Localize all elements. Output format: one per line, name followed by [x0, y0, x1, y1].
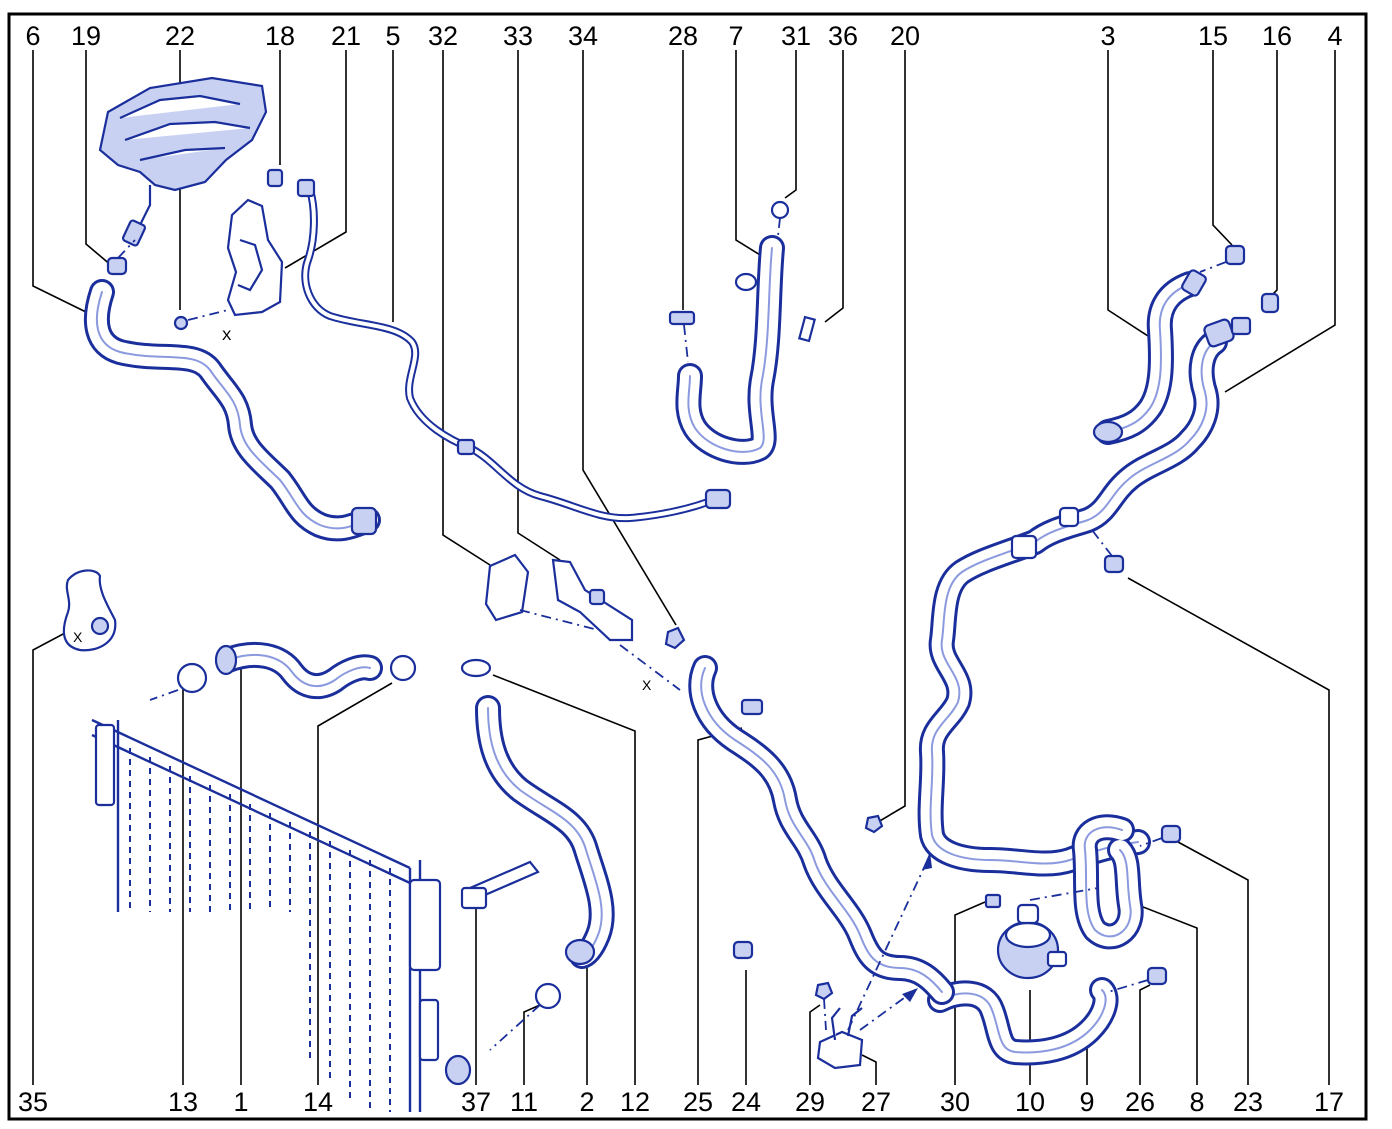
bracket-33	[551, 558, 634, 642]
bracket-27	[816, 852, 932, 1070]
hose-6	[83, 279, 381, 542]
reservoir-35: X	[62, 569, 117, 652]
clip-17	[1091, 529, 1125, 574]
callout-25: 25	[683, 1087, 713, 1117]
callout-17: 17	[1314, 1087, 1344, 1117]
clip-14	[389, 654, 417, 682]
diagram-frame	[7, 12, 1368, 1121]
clip-12	[460, 658, 492, 678]
hose-3	[1092, 269, 1207, 445]
callout-12: 12	[620, 1087, 650, 1117]
callout-numbers-bottom: 35 13 1 14 37 11 2 12 25 24 29 27 30 10 …	[18, 1087, 1344, 1117]
hose-2	[475, 695, 615, 969]
hose-7	[675, 235, 785, 465]
callout-11: 11	[510, 1087, 538, 1117]
hose-9	[927, 977, 1119, 1066]
svg-text:X: X	[642, 677, 652, 693]
strap-37	[460, 860, 540, 910]
clip-19	[106, 239, 136, 276]
callout-33: 33	[503, 21, 533, 51]
callout-28: 28	[668, 21, 698, 51]
clip-24	[732, 940, 754, 960]
connector-36	[797, 315, 817, 343]
callout-9: 9	[1079, 1087, 1094, 1117]
callout-8: 8	[1189, 1087, 1204, 1117]
callout-32: 32	[428, 21, 458, 51]
callout-10: 10	[1015, 1087, 1045, 1117]
clamp-7	[734, 272, 758, 292]
callout-19: 19	[71, 21, 101, 51]
radiator	[91, 718, 472, 1112]
connector-28	[668, 310, 696, 363]
hose-8	[1071, 814, 1144, 950]
callout-22: 22	[165, 21, 195, 51]
hose-1	[214, 641, 383, 700]
svg-text:X: X	[73, 629, 83, 645]
svg-text:X: X	[222, 327, 232, 343]
callout-27: 27	[861, 1087, 891, 1117]
bolt-22: X	[173, 309, 232, 343]
callout-4: 4	[1327, 21, 1342, 51]
bolt-29	[814, 981, 834, 1031]
callout-5: 5	[385, 21, 400, 51]
callout-24: 24	[731, 1087, 761, 1117]
callout-13: 13	[168, 1087, 198, 1117]
bolt-20	[864, 814, 884, 834]
callout-37: 37	[461, 1087, 491, 1117]
leader-lines	[32, 50, 1336, 1085]
clip-11	[489, 982, 562, 1051]
bracket-21	[226, 198, 284, 317]
callout-16: 16	[1262, 21, 1292, 51]
clip-26	[1107, 966, 1168, 993]
callout-36: 36	[828, 21, 858, 51]
callout-29: 29	[795, 1087, 825, 1117]
callout-1: 1	[233, 1087, 248, 1117]
callout-35: 35	[18, 1087, 48, 1117]
engine-block	[98, 76, 268, 247]
callout-30: 30	[940, 1087, 970, 1117]
dimension-markers: X	[222, 327, 232, 343]
callout-26: 26	[1125, 1087, 1155, 1117]
clip-16	[1260, 292, 1280, 314]
callout-18: 18	[265, 21, 295, 51]
callout-3: 3	[1100, 21, 1115, 51]
pipe-5	[266, 168, 732, 523]
callout-6: 6	[25, 21, 40, 51]
hose-25	[688, 655, 955, 1005]
clip-13	[149, 662, 208, 701]
cover-32	[484, 553, 599, 631]
callout-23: 23	[1233, 1087, 1263, 1117]
callout-21: 21	[331, 21, 361, 51]
clip-23	[1139, 824, 1182, 847]
hose-4	[917, 316, 1252, 877]
dimension-label-x: X	[222, 327, 232, 343]
clip-15	[1199, 244, 1246, 273]
callout-20: 20	[890, 21, 920, 51]
clip-31	[770, 200, 790, 237]
water-pump-10	[996, 887, 1099, 980]
bolt-34: X	[619, 626, 686, 693]
callout-numbers-top: 6 19 22 18 21 5 32 33 34 28 7 31 36 20 3…	[25, 21, 1342, 51]
callout-34: 34	[568, 21, 598, 51]
sensor-30	[984, 893, 1002, 909]
callout-7: 7	[728, 21, 743, 51]
callout-15: 15	[1198, 21, 1228, 51]
callout-14: 14	[303, 1087, 333, 1117]
callout-31: 31	[781, 21, 811, 51]
callout-2: 2	[579, 1087, 594, 1117]
